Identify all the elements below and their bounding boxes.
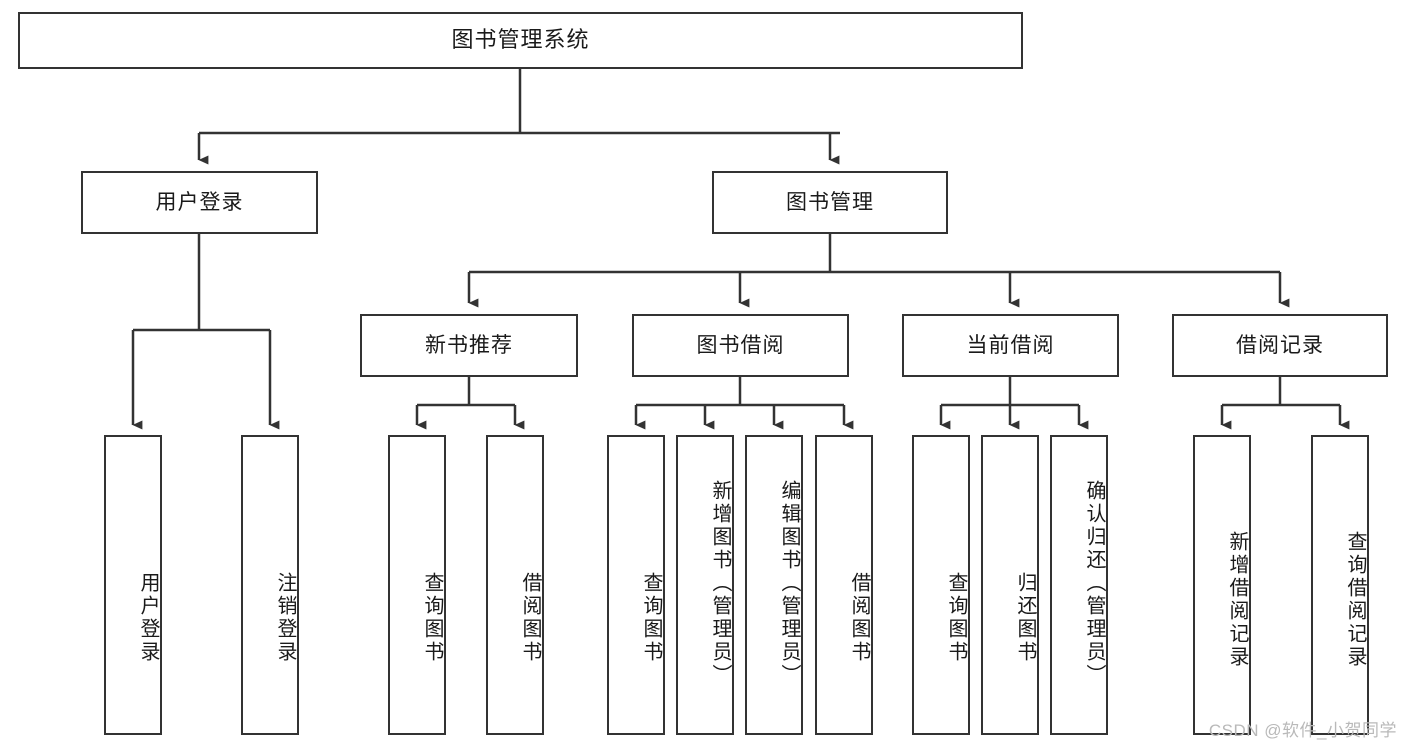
- node-new-book-rec[interactable]: 新书推荐: [360, 314, 578, 377]
- node-root-label: 图书管理系统: [451, 27, 590, 53]
- node-leaf-borrow-book-1-label: 借阅图书: [519, 571, 541, 664]
- node-leaf-logout-label: 注销登录: [274, 571, 296, 664]
- node-leaf-borrow-book-2-label: 借阅图书: [848, 571, 870, 664]
- node-leaf-query-book-2[interactable]: 查询图书: [607, 435, 665, 735]
- node-leaf-user-login[interactable]: 用户登录: [104, 435, 162, 735]
- node-leaf-edit-book-label: 编辑图书（管理员）: [778, 479, 800, 687]
- node-leaf-query-book-3-label: 查询图书: [945, 571, 967, 664]
- csdn-watermark: CSDN @软件_小贺同学: [1208, 721, 1397, 740]
- node-user-login[interactable]: 用户登录: [81, 171, 318, 234]
- node-leaf-add-record-label: 新增借阅记录: [1226, 531, 1248, 669]
- node-leaf-user-login-label: 用户登录: [137, 571, 159, 664]
- node-borrow-record[interactable]: 借阅记录: [1172, 314, 1388, 377]
- node-book-borrow[interactable]: 图书借阅: [632, 314, 849, 377]
- node-book-manage-label: 图书管理: [786, 190, 874, 214]
- node-book-manage[interactable]: 图书管理: [712, 171, 948, 234]
- node-leaf-query-book-2-label: 查询图书: [640, 571, 662, 664]
- node-new-book-rec-label: 新书推荐: [425, 333, 513, 357]
- node-leaf-add-book[interactable]: 新增图书（管理员）: [676, 435, 734, 735]
- node-current-borrow-label: 当前借阅: [966, 333, 1055, 357]
- node-leaf-return-book[interactable]: 归还图书: [981, 435, 1039, 735]
- node-current-borrow[interactable]: 当前借阅: [902, 314, 1119, 377]
- node-leaf-add-book-label: 新增图书（管理员）: [709, 479, 731, 687]
- node-leaf-query-book-1[interactable]: 查询图书: [388, 435, 446, 735]
- node-leaf-query-record[interactable]: 查询借阅记录: [1311, 435, 1369, 735]
- node-root[interactable]: 图书管理系统: [18, 12, 1023, 69]
- node-leaf-return-book-label: 归还图书: [1014, 571, 1036, 664]
- node-borrow-record-label: 借阅记录: [1236, 333, 1324, 357]
- node-leaf-edit-book[interactable]: 编辑图书（管理员）: [745, 435, 803, 735]
- node-leaf-query-record-label: 查询借阅记录: [1344, 531, 1366, 669]
- node-book-borrow-label: 图书借阅: [696, 333, 785, 357]
- node-leaf-query-book-3[interactable]: 查询图书: [912, 435, 970, 735]
- node-leaf-borrow-book-2[interactable]: 借阅图书: [815, 435, 873, 735]
- node-leaf-confirm-return[interactable]: 确认归还（管理员）: [1050, 435, 1108, 735]
- node-leaf-logout[interactable]: 注销登录: [241, 435, 299, 735]
- node-leaf-borrow-book-1[interactable]: 借阅图书: [486, 435, 544, 735]
- node-leaf-query-book-1-label: 查询图书: [421, 571, 443, 664]
- node-user-login-label: 用户登录: [155, 190, 244, 214]
- node-leaf-confirm-return-label: 确认归还（管理员）: [1083, 479, 1105, 687]
- node-leaf-add-record[interactable]: 新增借阅记录: [1193, 435, 1251, 735]
